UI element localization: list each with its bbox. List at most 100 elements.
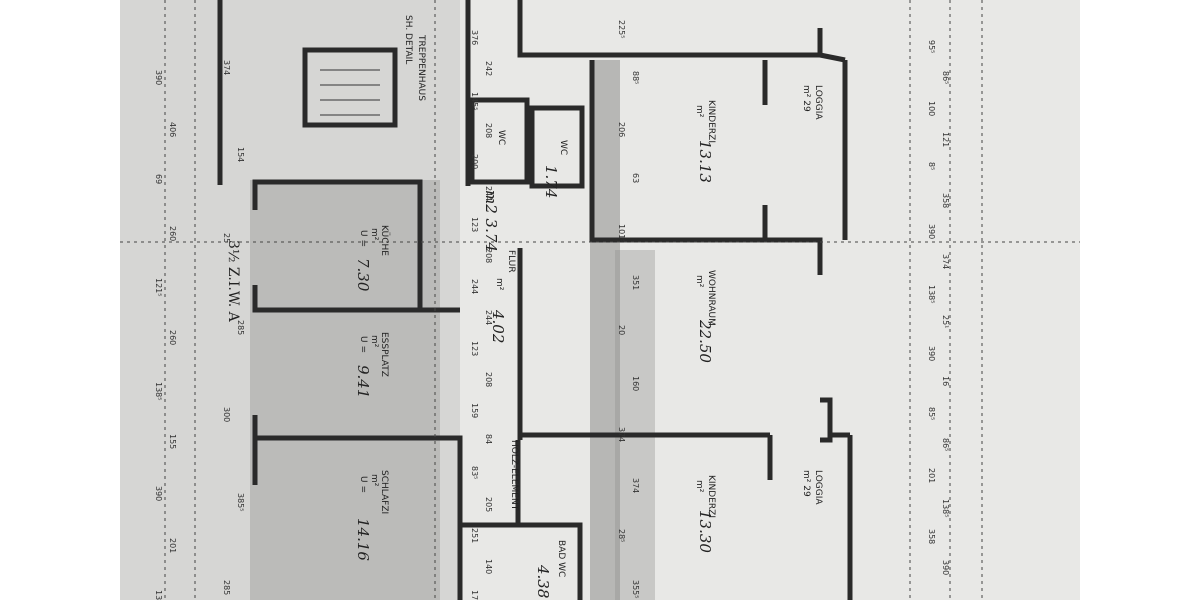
dimension-label: 138⁵ xyxy=(154,590,163,600)
dimension-label: 385⁵ xyxy=(236,493,245,512)
room-bad-area: 4.38 xyxy=(534,565,552,599)
plan-title: 3½ Z.I.W. A xyxy=(225,240,241,322)
room-schlafzi-name: SCHLAFZI xyxy=(379,470,389,515)
dimension-label: 16 xyxy=(941,376,950,387)
dimension-label: 200 xyxy=(470,154,479,170)
toner-streak-2 xyxy=(615,250,655,600)
schlafzi-wall xyxy=(252,415,463,600)
kitchen-wall xyxy=(252,179,423,313)
dimension-label: 28⁵ xyxy=(617,529,626,543)
dimension-label: 138⁵ xyxy=(941,498,950,518)
room-essplatz-unit: m² xyxy=(369,335,379,348)
dimension-label: 155 xyxy=(168,434,177,450)
dimension-label: 406 xyxy=(168,122,177,138)
room-schlafzi-unit: m² xyxy=(369,474,379,487)
dimension-label: 285 xyxy=(236,320,245,336)
dimension-label: 84 xyxy=(484,434,493,445)
floor-plan-scan: 3½ Z.I.W. A TREPPENHAUS SH. DETAIL KÜCHE… xyxy=(120,0,1080,600)
dimension-label: 390 xyxy=(154,70,163,86)
room-kinderzi1-name: KINDERZI xyxy=(706,100,716,143)
loggia2-pier xyxy=(820,397,833,443)
dimension-label: 251 xyxy=(470,527,479,544)
dimension-label: 160 xyxy=(631,376,640,392)
dimension-label: 374 xyxy=(941,254,950,270)
dimension-label: 201 xyxy=(927,468,936,484)
dimension-label: 159 xyxy=(470,403,479,419)
room-kueche-name: KÜCHE xyxy=(379,225,389,256)
dimension-label: 205 xyxy=(484,496,493,512)
room-bad-name: BAD WC xyxy=(556,540,566,578)
dimension-label: 260 xyxy=(168,330,177,346)
dimension-label: 390 xyxy=(927,345,936,362)
dimension-label: 121⁵ xyxy=(154,278,163,297)
dimension-label: 285 xyxy=(222,580,231,596)
bad-wall xyxy=(460,522,583,600)
room-loggia2-unit: m² 29 xyxy=(801,470,811,497)
dimension-label: 244 xyxy=(470,278,479,295)
room-essplatz-name: ESSPLATZ xyxy=(379,332,389,377)
dimension-label: 355⁵ xyxy=(631,580,640,599)
top-room-wall xyxy=(517,0,823,58)
room-schlafzi-prefix: U = xyxy=(358,476,368,493)
dimension-label: 25¹ xyxy=(941,315,950,329)
wc1-wall xyxy=(469,97,530,185)
holz-element-label: HOLZ-ELEMENT xyxy=(509,440,519,511)
room-loggia2-name: LOGGIA xyxy=(813,470,823,505)
room-essplatz-area: 9.41 xyxy=(354,365,372,399)
dimension-label: 123 xyxy=(470,341,479,357)
dimension-label: 121 xyxy=(941,131,950,148)
dimension-label: 145⁵ xyxy=(470,92,479,111)
plan-walls xyxy=(120,0,1080,600)
dimension-label: 20 xyxy=(617,325,626,336)
room-kueche-prefix: U = xyxy=(358,230,368,247)
dimension-label: 374 xyxy=(617,427,626,443)
dimension-label: 85⁵ xyxy=(927,407,936,421)
dimension-label: 138⁵ xyxy=(154,382,163,401)
dimension-label: 101⁵ xyxy=(617,223,626,243)
dimension-label: 154 xyxy=(236,146,245,162)
dimension-label: 100 xyxy=(927,101,936,117)
wc2-wall xyxy=(529,105,585,189)
dimension-label: 25 xyxy=(222,233,231,244)
room-kinderzi2-unit: m² xyxy=(694,480,704,493)
dimension-label: 390 xyxy=(927,223,936,239)
dimension-label: 88⁵ xyxy=(631,70,640,85)
room-wohnraum-unit: m² xyxy=(694,275,704,288)
dimension-label: 206 xyxy=(617,121,626,138)
room-schlafzi-area: 14.16 xyxy=(354,518,372,561)
stair-label: TREPPENHAUS xyxy=(416,35,426,101)
dimension-label: 176⁵ xyxy=(470,590,479,600)
dimension-label: 8⁵ xyxy=(927,162,936,171)
dimension-label: 86⁵ xyxy=(941,70,950,84)
dimension-label: 201 xyxy=(168,538,177,554)
dimension-label: 390 xyxy=(941,560,950,576)
dimension-label: 95⁵ xyxy=(927,40,936,54)
dimension-label: 138⁵ xyxy=(927,284,936,304)
dimension-label: 244 xyxy=(484,185,493,201)
dimension-label: 83⁵ xyxy=(470,465,479,479)
dimension-label: 374 xyxy=(631,478,640,494)
dimension-label: 358 xyxy=(941,192,950,209)
room-wc1-name: WC xyxy=(558,140,568,156)
kinderzi1-wall xyxy=(589,60,823,275)
room-wohnraum-name: WOHNRAUM xyxy=(706,270,716,326)
dimension-label: 374 xyxy=(222,60,231,76)
room-kueche-area: 7.30 xyxy=(354,258,372,292)
room-kinderzi1-area: 13.13 xyxy=(696,140,714,183)
stair-note: SH. DETAIL xyxy=(403,15,413,65)
toner-streak xyxy=(590,60,620,600)
dimension-label: 63 xyxy=(631,172,640,183)
dimension-label: 140 xyxy=(484,558,493,575)
stair-shaft-wall xyxy=(302,47,398,128)
dimension-label: 390 xyxy=(154,486,163,502)
room-wc2-name: WC xyxy=(496,130,506,146)
dimension-label: 208 xyxy=(484,247,493,264)
dimension-label: 123 xyxy=(470,216,479,232)
loggia1-rail xyxy=(819,52,846,63)
room-flur-name: FLUR xyxy=(506,250,516,273)
dimension-label: 225⁵ xyxy=(617,20,626,39)
stair-treads xyxy=(320,69,380,116)
room-loggia1-unit: m² 29 xyxy=(801,85,811,112)
dimension-label: 260 xyxy=(168,226,177,242)
room-kueche-unit: m² xyxy=(369,228,379,241)
